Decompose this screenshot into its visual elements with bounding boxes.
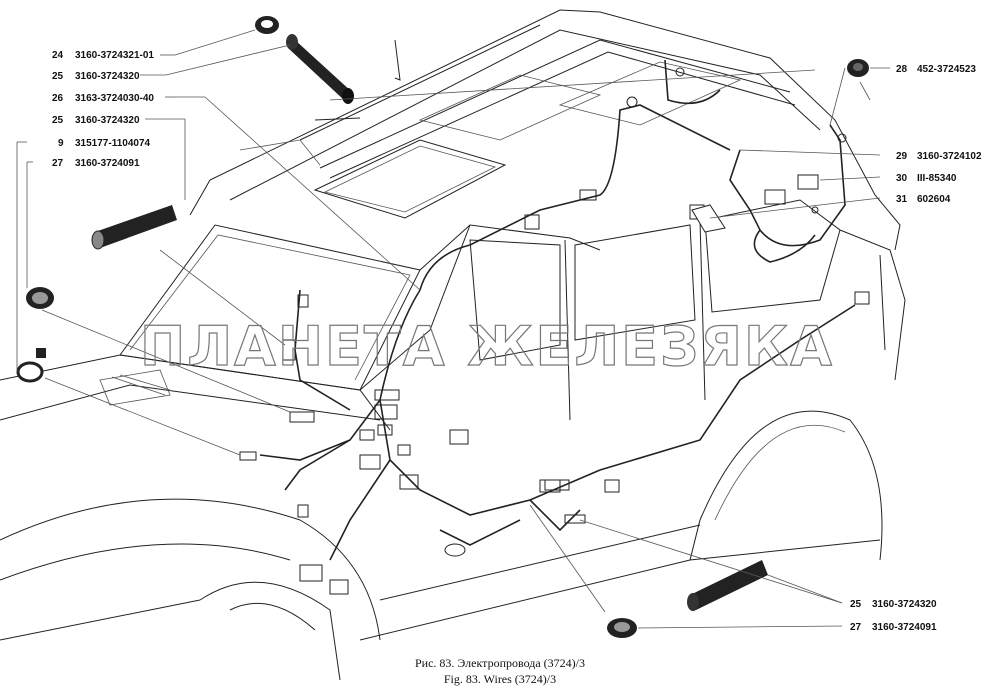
grommet-27-left-icon (26, 287, 54, 309)
sleeve-25-bottom-icon (687, 560, 768, 611)
callout-part-number: 315177-1104074 (75, 138, 151, 149)
exploded-parts (16, 16, 869, 638)
callout-part-number: 3160-3724091 (75, 158, 140, 169)
connectors (239, 67, 870, 595)
callout-number: 30 (896, 173, 908, 184)
callouts-left: 24 3160-3724321-01 25 3160-3724320 26 31… (52, 50, 175, 169)
callout-number: 29 (896, 151, 908, 162)
callout-number: 27 (52, 158, 64, 169)
clamp-29-icon (691, 204, 726, 233)
callout-number: 27 (850, 622, 862, 633)
callout-part-number: III-85340 (917, 173, 957, 184)
callout-part-number: 3163-3724030-40 (75, 93, 154, 104)
callout-part-number: 3160-3724320 (872, 599, 937, 610)
callout-part-number: 602604 (917, 194, 951, 205)
callout-number: 28 (896, 64, 908, 75)
callouts-bottom: 25 3160-3724320 27 3160-3724091 (850, 599, 937, 633)
callout-number: 26 (52, 93, 64, 104)
wiring-harness (259, 59, 856, 561)
callout-number: 25 (52, 71, 64, 82)
watermark-text: ПЛАНЕТА ЖЕЛЕЗЯКА (140, 315, 834, 378)
callout-part-number: 3160-3724320 (75, 71, 140, 82)
callout-part-number: 3160-3724320 (75, 115, 140, 126)
callout-number: 25 (52, 115, 64, 126)
figure-caption-ru: Рис. 83. Электропровода (3724)/3 (415, 656, 585, 670)
sleeve-25-top-icon (286, 34, 354, 104)
callout-part-number: 3160-3724091 (872, 622, 937, 633)
callout-number: 24 (52, 50, 64, 61)
grommet-28-icon (847, 59, 869, 77)
callout-part-number: 3160-3724102 (917, 151, 982, 162)
callout-part-number: 3160-3724321-01 (75, 50, 154, 61)
callouts-right: 28 452-3724523 29 3160-3724102 30 III-85… (870, 64, 982, 205)
callout-number: 9 (58, 138, 64, 149)
callout-number: 31 (896, 194, 908, 205)
clamp-9-icon (16, 348, 46, 383)
callout-part-number: 452-3724523 (917, 64, 976, 75)
leader-lines (16, 29, 881, 629)
figure-caption-en: Fig. 83. Wires (3724)/3 (444, 672, 556, 686)
callout-number: 25 (850, 599, 862, 610)
grommet-24-icon (255, 16, 279, 34)
sleeve-25-left-icon (91, 205, 177, 250)
grommet-27-bottom-icon (607, 618, 637, 638)
